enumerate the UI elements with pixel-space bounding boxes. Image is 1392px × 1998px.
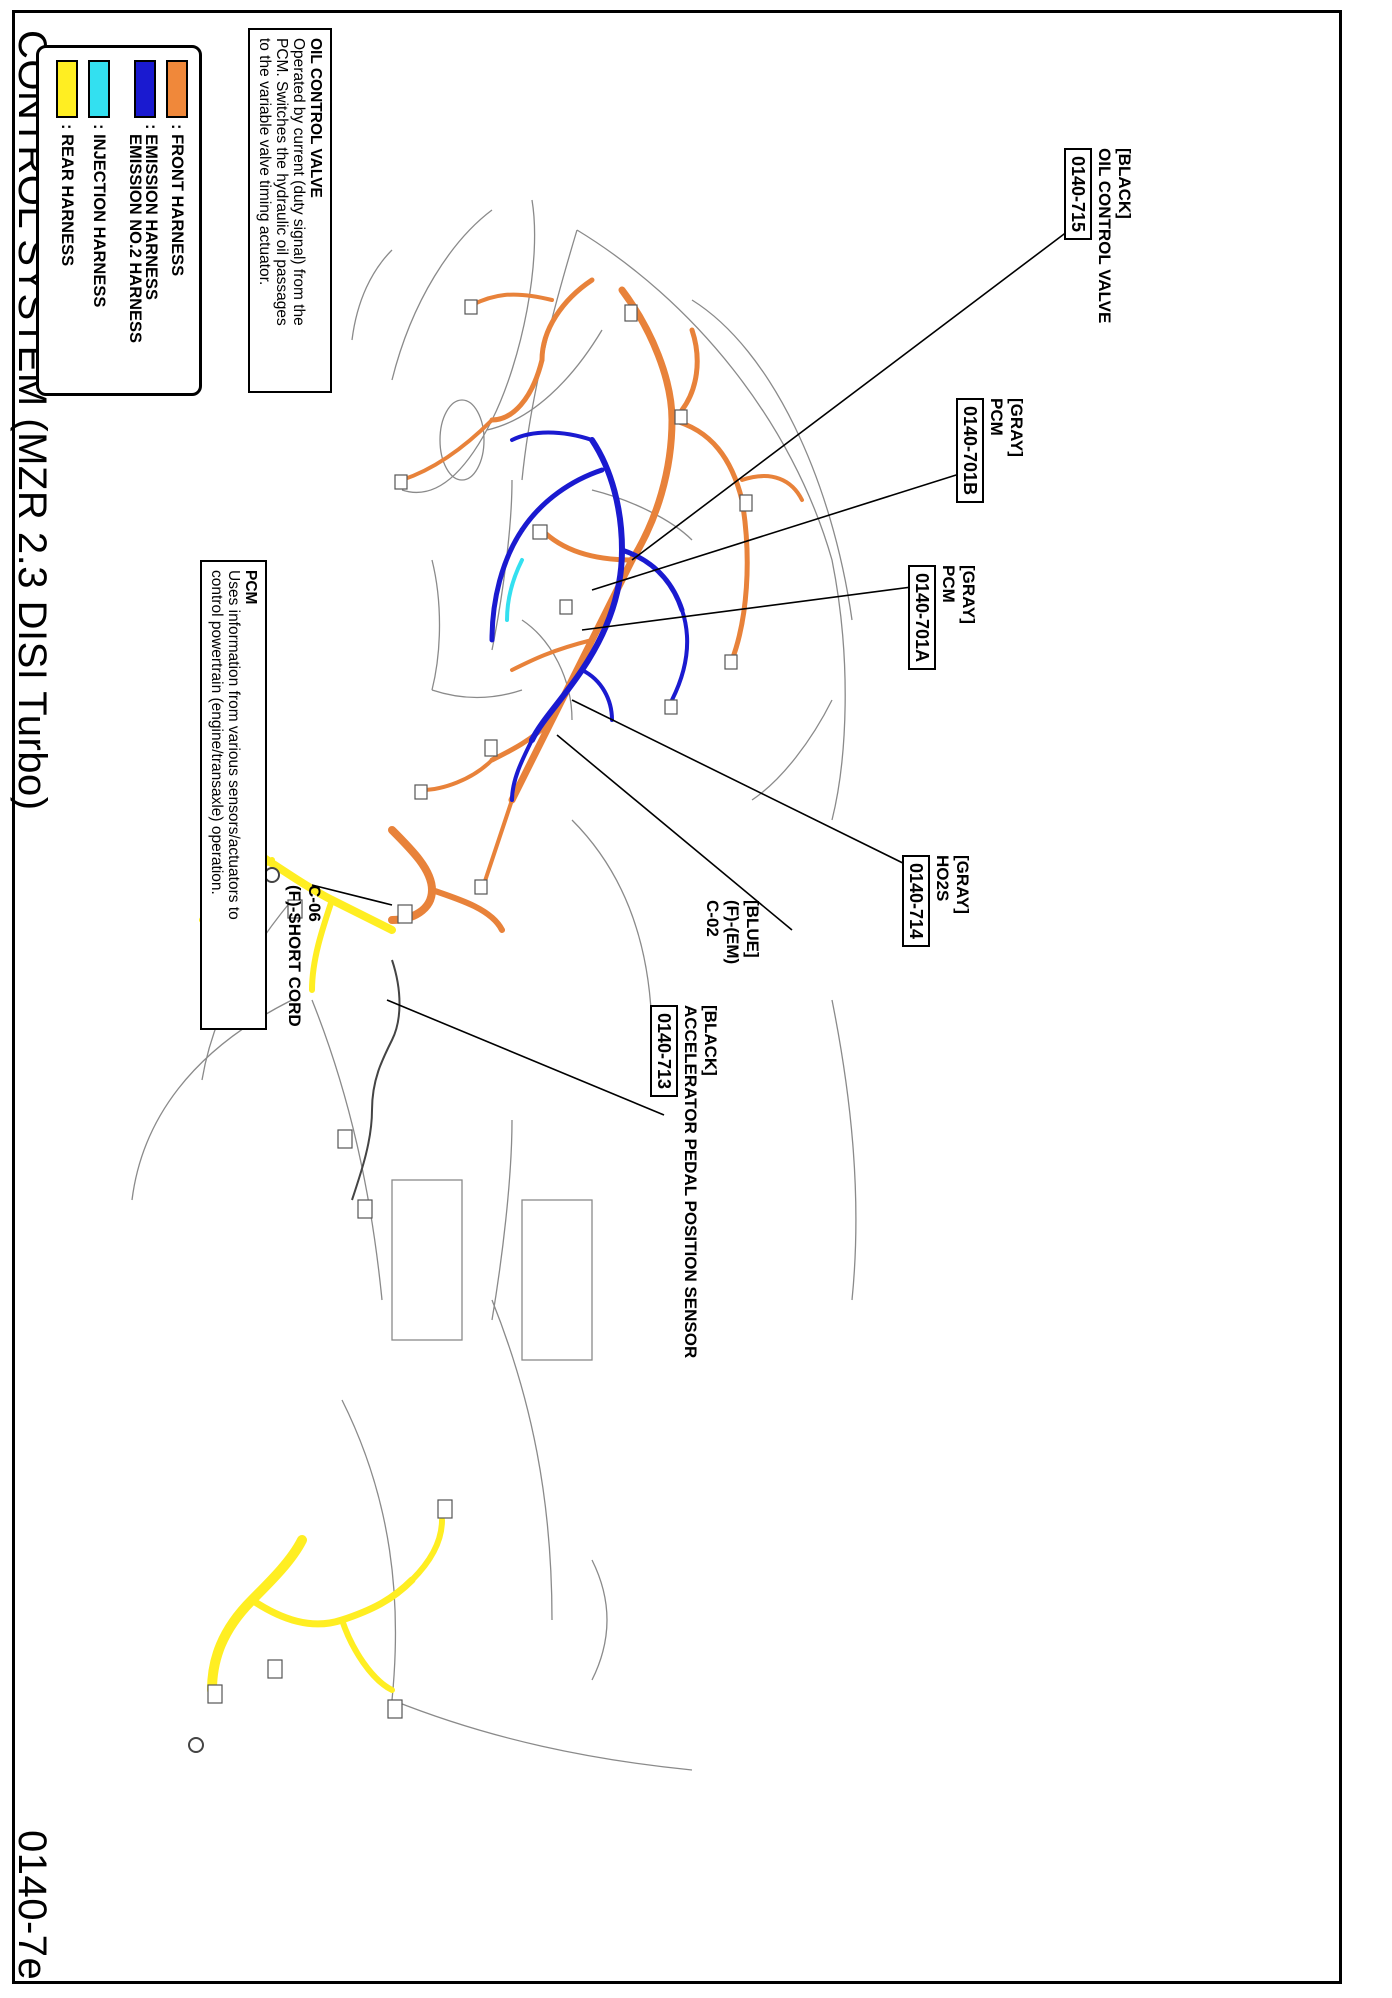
- cabin-wire: [188, 867, 401, 1753]
- legend-label: : EMISSION HARNESS: [142, 124, 160, 301]
- legend-item-rear: : REAR HARNESS: [53, 60, 81, 266]
- connector-701b-color: [GRAY]: [1007, 398, 1026, 457]
- connector-c02-name: (F)-(EM): [723, 900, 742, 965]
- cabin-drawing: [131, 819, 857, 1771]
- engine-connectors: [394, 299, 753, 895]
- legend-swatch-cyan: [88, 60, 110, 118]
- connector-714-name: HO2S: [933, 855, 952, 902]
- legend-label: : REAR HARNESS: [58, 124, 76, 267]
- desc-line: PCM. Switches the hydraulic oil passages: [273, 38, 290, 326]
- connector-701a-color: [GRAY]: [959, 565, 978, 624]
- engine-bay-drawing: [351, 199, 853, 821]
- legend-label: : FRONT HARNESS: [168, 124, 186, 277]
- desc-line: control powertrain (engine/transaxle) op…: [208, 570, 225, 895]
- desc-line: Operated by current (duty signal) from t…: [290, 38, 307, 326]
- connector-715-name: OIL CONTROL VALVE: [1095, 148, 1114, 324]
- legend-label-group: : EMISSION HARNESS EMISSION NO.2 HARNESS: [126, 124, 160, 344]
- desc-pcm: PCM Uses information from various sensor…: [200, 560, 267, 1030]
- harness-legend: : FRONT HARNESS : EMISSION HARNESS EMISS…: [36, 45, 202, 396]
- legend-swatch-yellow: [56, 60, 78, 118]
- connector-713-code: 0140-713: [650, 1005, 678, 1098]
- connector-c02-code: C-02: [703, 900, 722, 937]
- front-harness-engine: [400, 277, 804, 892]
- connector-701b-name: PCM: [987, 398, 1006, 436]
- legend-item-injection: : INJECTION HARNESS: [85, 60, 113, 307]
- legend-item-emission: : EMISSION HARNESS EMISSION NO.2 HARNESS: [119, 60, 160, 344]
- desc-heading: PCM: [242, 570, 259, 605]
- legend-label: : INJECTION HARNESS: [90, 124, 108, 308]
- legend-swatch-blue: [134, 60, 156, 118]
- connector-701b-code: 0140-701B: [956, 398, 984, 504]
- connector-c06-code: C-06: [305, 885, 324, 922]
- legend-label: EMISSION NO.2 HARNESS: [126, 134, 144, 344]
- emission-harness-engine: [489, 430, 690, 802]
- connector-713-name: ACCELERATOR PEDAL POSITION SENSOR: [681, 1005, 700, 1359]
- desc-heading: OIL CONTROL VALVE: [307, 38, 324, 198]
- connector-701a-name: PCM: [939, 565, 958, 603]
- page-frame: [12, 10, 1342, 1984]
- legend-swatch-orange: [166, 60, 188, 118]
- connector-c06-name: (F)-SHORT CORD: [285, 885, 304, 1027]
- connector-715-code: 0140-715: [1064, 148, 1092, 241]
- connector-701a-code: 0140-701A: [908, 565, 936, 671]
- connector-714-code: 0140-714: [902, 855, 930, 948]
- leader-lines: [311, 221, 1081, 1116]
- injection-harness-engine: [505, 558, 524, 622]
- connector-713-color: [BLACK]: [701, 1005, 720, 1076]
- legend-item-front: : FRONT HARNESS: [163, 60, 191, 276]
- page-code: 0140-7e: [10, 1830, 54, 1981]
- connector-715-color: [BLACK]: [1115, 148, 1134, 219]
- desc-line: Uses information from various sensors/ac…: [225, 570, 242, 920]
- desc-line: to the variable valve timing actuator.: [256, 38, 273, 286]
- connector-c02-color: [BLUE]: [743, 900, 762, 958]
- desc-oil-control-valve: OIL CONTROL VALVE Operated by current (d…: [248, 28, 332, 393]
- connector-714-color: [GRAY]: [953, 855, 972, 914]
